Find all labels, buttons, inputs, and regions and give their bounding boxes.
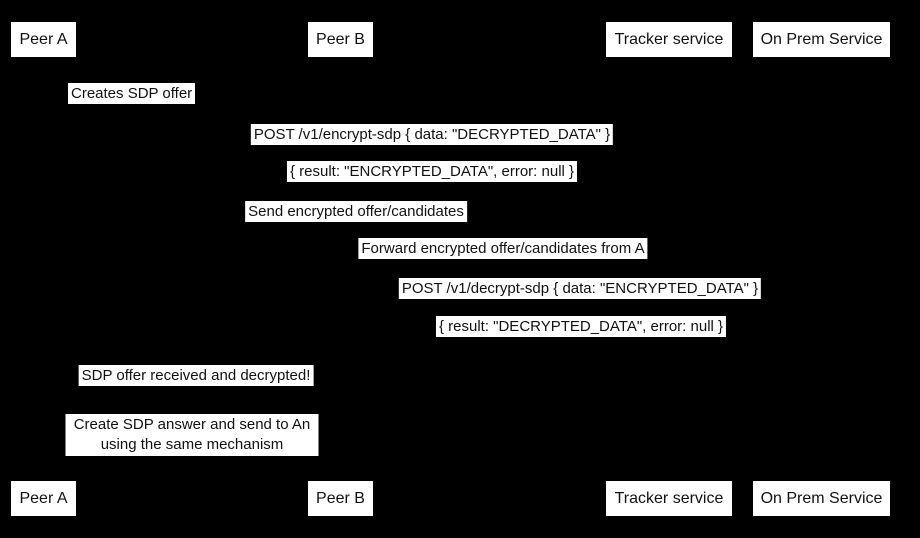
participant-tracker-service-bottom: Tracker service xyxy=(606,481,732,516)
message-sdp-offer-received: SDP offer received and decrypted! xyxy=(78,365,314,386)
participant-peer-a-bottom: Peer A xyxy=(11,481,76,516)
message-encrypt-result: { result: "ENCRYPTED_DATA", error: null … xyxy=(286,161,578,182)
participant-peer-b-top: Peer B xyxy=(308,22,373,57)
participant-on-prem-service-top: On Prem Service xyxy=(753,22,890,57)
note-create-sdp-answer: Create SDP answer and send to An using t… xyxy=(65,414,319,456)
note-line-2: using the same mechanism xyxy=(100,436,284,453)
participant-peer-a-top: Peer A xyxy=(11,22,76,57)
participant-peer-b-bottom: Peer B xyxy=(308,481,373,516)
participant-on-prem-service-bottom: On Prem Service xyxy=(753,481,890,516)
message-send-encrypted-offer: Send encrypted offer/candidates xyxy=(245,201,467,222)
message-forward-encrypted-offer: Forward encrypted offer/candidates from … xyxy=(358,238,648,259)
message-creates-sdp-offer: Creates SDP offer xyxy=(68,83,196,104)
message-post-encrypt-sdp: POST /v1/encrypt-sdp { data: "DECRYPTED_… xyxy=(250,124,614,145)
note-line-1: Create SDP answer and send to An xyxy=(73,416,311,433)
message-post-decrypt-sdp: POST /v1/decrypt-sdp { data: "ENCRYPTED_… xyxy=(398,278,762,299)
message-decrypt-result: { result: "DECRYPTED_DATA", error: null … xyxy=(435,316,727,337)
participant-tracker-service-top: Tracker service xyxy=(606,22,732,57)
